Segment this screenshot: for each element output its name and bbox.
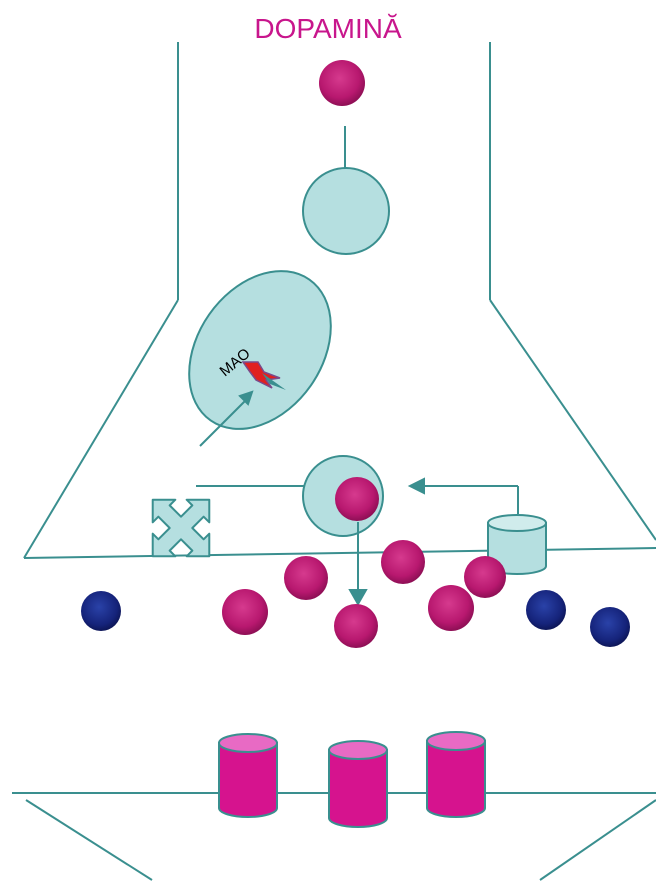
postsynaptic-receptor-icon	[328, 740, 388, 828]
release-arrow	[348, 522, 368, 607]
enzyme-spark-icon	[241, 361, 281, 389]
other-molecules-group	[81, 590, 630, 647]
dopamine-molecule	[381, 540, 425, 584]
dopamine-molecule	[428, 585, 474, 631]
dopamine-molecule	[319, 60, 365, 106]
autoreceptor-icon	[487, 514, 547, 575]
degradation-arrow	[199, 390, 254, 447]
dopamine-transporter-icon	[151, 498, 211, 558]
dopamine-molecule	[335, 477, 379, 521]
postsynaptic-receptors	[218, 731, 486, 828]
diagram-title: DOPAMINĂ	[254, 13, 402, 44]
released-dopamine-group	[222, 540, 506, 648]
postsynaptic-receptor-icon	[218, 733, 278, 818]
dopamine-molecule	[222, 589, 268, 635]
enzyme-spark-shadow-icon	[262, 373, 286, 390]
presynaptic-terminal-outline	[23, 42, 656, 559]
dopamine-molecule	[334, 604, 378, 648]
mitochondrion	[188, 270, 332, 430]
autoreceptor-feedback-arrow	[407, 477, 519, 514]
other-molecule	[81, 591, 121, 631]
dopamine-molecule	[464, 556, 506, 598]
other-molecule	[526, 590, 566, 630]
synaptic-vesicle	[302, 167, 390, 255]
dopamine-molecule	[284, 556, 328, 600]
other-molecule	[590, 607, 630, 647]
postsynaptic-receptor-icon	[426, 731, 486, 818]
